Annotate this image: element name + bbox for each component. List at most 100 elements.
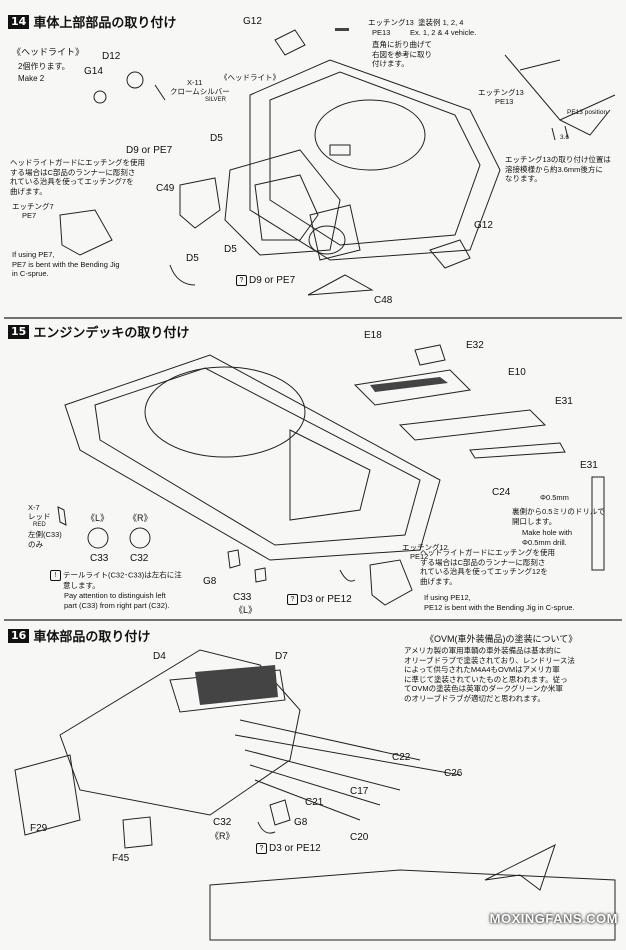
part-d3-pe12-s16: ?D3 or PE12: [256, 843, 321, 854]
dimension-label: 3.6: [560, 134, 570, 141]
pe12-note-en: If using PE12, PE12 is bent with the Ben…: [424, 593, 575, 612]
etch13-code-b: PE13: [495, 97, 514, 106]
tail-jp-line-1: !テールライト(C32･C33)は左右に注: [50, 570, 182, 581]
section-16-title: 車体部品の取り付け: [33, 630, 151, 645]
part-e31-a: E31: [555, 396, 573, 407]
caution-icon: ?: [256, 843, 267, 854]
tail-jp-line-2: 意します。: [63, 581, 100, 590]
part-e10: E10: [508, 367, 526, 378]
part-d5-c: D5: [186, 253, 199, 264]
part-f45: F45: [112, 853, 130, 864]
right-mark: 《R》: [128, 513, 153, 523]
part-d5-b: D5: [224, 244, 237, 255]
part-d9-pe7-a: D9 or PE7: [126, 145, 173, 156]
guard-note-line-4: 曲げます。: [10, 186, 47, 196]
part-d3-pe12: ?D3 or PE12: [287, 594, 352, 605]
pe7-note-line-3: in C-sprue.: [12, 269, 49, 278]
part-c49: C49: [156, 183, 175, 194]
bend-line-2: 右図を参考に取り: [372, 49, 432, 59]
part-e18: E18: [364, 330, 382, 341]
pos-note-line-1: エッチング13の取り付け位置は: [505, 155, 611, 164]
part-c21: C21: [305, 797, 324, 808]
section-14-heading: 14 車体上部部品の取り付け: [8, 12, 176, 31]
drill-size: Φ0.5mm: [540, 493, 569, 502]
pe12-en-line-2: PE12 is bent with the Bending Jig in C-s…: [424, 602, 575, 612]
drill-jp-line-1: 裏側から0.5ミリのドリルで: [512, 507, 605, 516]
guard-note-line-2: する場合はC部品のランナーに彫刻さ: [10, 167, 136, 177]
ovm-line-6: のオリーブドラブが適切だと思われます。: [404, 693, 545, 703]
section-14-number: 14: [8, 14, 30, 29]
part-c20: C20: [350, 832, 369, 843]
etch13-jp-b: エッチング13: [478, 88, 524, 97]
red-note: 左側(C33) のみ: [28, 530, 62, 549]
red-en: RED: [33, 522, 46, 528]
guard-note-line-3: れている治具を使ってエッチング7を: [10, 177, 134, 186]
drill-note-jp: 裏側から0.5ミリのドリルで 開口します。: [512, 507, 605, 526]
drill-en-line-2: Φ0.5mm drill.: [522, 537, 567, 547]
tail-note-jp: !テールライト(C32･C33)は左右に注 意します。: [50, 570, 182, 591]
section-15-title: エンジンデッキの取り付け: [33, 326, 190, 341]
chrome-jp: クロームシルバー: [170, 87, 230, 96]
part-g8: G8: [203, 576, 217, 587]
pe12-en-line-1: If using PE12,: [424, 593, 471, 602]
part-d9-pe7-b: ?D9 or PE7: [236, 275, 295, 286]
pe13-position-note: エッチング13の取り付け位置は 溶接模様から約3.6mm後方に なります。: [505, 155, 611, 184]
guard12-note: ヘッドライトガードにエッチングを使用 する場合はC部品のランナーに彫刻さ れてい…: [420, 548, 555, 586]
red-note-line-2: のみ: [28, 539, 43, 549]
part-c32-s16: C32: [213, 817, 232, 828]
section-16-number: 16: [8, 628, 30, 643]
caution-icon: ?: [287, 594, 298, 605]
ovm-line-3: によって供与されたM4A4もOVMはアメリカ軍: [404, 665, 560, 674]
guard12-line-2: する場合はC部品のランナーに彫刻さ: [420, 557, 546, 567]
guard12-line-1: ヘッドライトガードにエッチングを使用: [420, 548, 555, 557]
ovm-line-4: に準じて塗装されていたものと思われます。従っ: [404, 674, 568, 684]
guard-note-line-1: ヘッドライトガードにエッチングを使用: [10, 158, 145, 167]
watermark-logo: MOXINGFANS.COM: [489, 911, 618, 926]
caution-icon: !: [50, 570, 61, 581]
part-d3-pe12-text: D3 or PE12: [300, 594, 352, 606]
pos-note-line-3: なります。: [505, 174, 542, 183]
paint-jp: 塗装例 1, 2, 4: [418, 18, 464, 27]
ovm-line-1: アメリカ製の軍用車輌の車外装備品は基本的に: [404, 646, 562, 655]
red-code: X-7: [28, 503, 40, 512]
part-c26: C26: [444, 768, 463, 779]
part-c24: C24: [492, 487, 511, 498]
bend-line-1: 直角に折り曲げて: [372, 40, 432, 49]
chrome-en: SILVER: [205, 97, 226, 103]
section-15-number: 15: [8, 324, 30, 339]
bend-note: 直角に折り曲げて 右図を参考に取り 付けます。: [372, 40, 432, 69]
guard12-line-4: 曲げます。: [420, 576, 457, 586]
part-c33: C33: [90, 553, 109, 564]
part-c17: C17: [350, 786, 369, 797]
part-c32: C32: [130, 553, 149, 564]
headlight-small-label: 《ヘッドライト》: [220, 73, 280, 82]
etch13-jp: エッチング13: [368, 18, 414, 27]
pe13-position-label: PE13 position: [567, 109, 608, 116]
part-d3-pe12-s16-text: D3 or PE12: [269, 843, 321, 855]
part-g8-s16: G8: [294, 817, 308, 828]
make2-jp: 2個作ります。: [18, 62, 70, 71]
red-jp: レッド: [28, 512, 51, 521]
part-d7: D7: [275, 651, 288, 662]
part-g12-right: G12: [474, 220, 493, 231]
part-g12-top: G12: [243, 16, 262, 27]
chrome-code: X-11: [187, 78, 203, 87]
make2-en: Make 2: [18, 74, 45, 83]
pe7-note-line-1: If using PE7,: [12, 250, 55, 259]
part-f29: F29: [30, 823, 48, 834]
tail-en-line-1: Pay attention to distinguish left: [64, 591, 166, 600]
etch13-code: PE13: [372, 28, 391, 37]
part-c48: C48: [374, 295, 393, 306]
pe7-note: If using PE7, PE7 is bent with the Bendi…: [12, 250, 120, 279]
pe7-note-line-2: PE7 is bent with the Bending Jig: [12, 259, 120, 269]
part-d12: D12: [102, 51, 121, 62]
guard12-line-3: れている治具を使ってエッチング12を: [420, 567, 548, 576]
part-d5-a: D5: [210, 133, 223, 144]
drill-jp-line-2: 開口します。: [512, 516, 557, 526]
tail-note-en: Pay attention to distinguish left part (…: [64, 591, 169, 610]
part-d9-pe7-b-text: D9 or PE7: [249, 275, 296, 287]
part-g14: G14: [84, 66, 103, 77]
left-mark: 《L》: [86, 513, 110, 523]
